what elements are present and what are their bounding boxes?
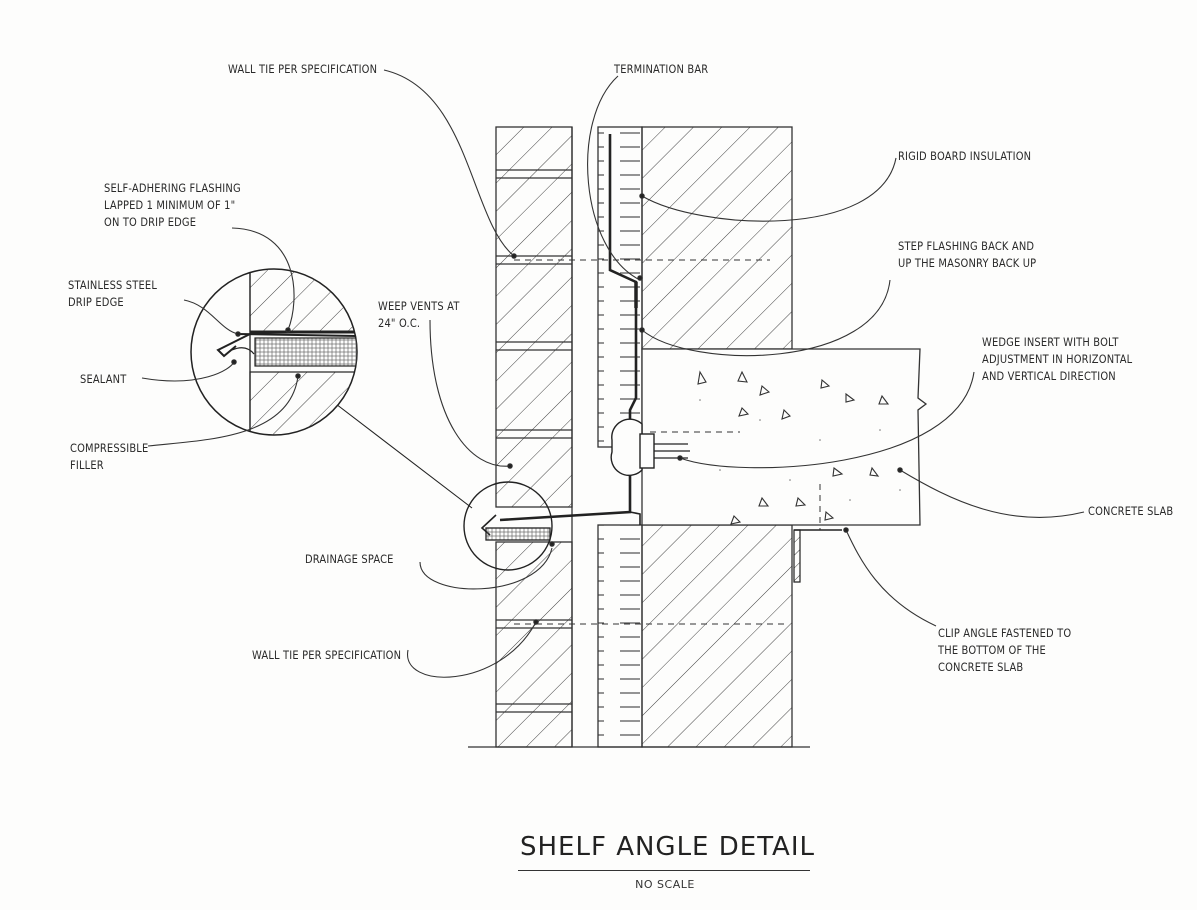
shelf-angle-and-flashing: [480, 134, 842, 583]
masonry-backup: [641, 126, 793, 748]
detail-bubble-small: [335, 403, 553, 571]
callout-stainless-steel-drip-edge: STAINLESS STEEL DRIP EDGE: [68, 278, 158, 309]
callout-step-flashing: STEP FLASHING BACK AND UP THE MASONRY BA…: [898, 239, 1037, 270]
dashed-lines: [514, 259, 821, 625]
drawing-title: SHELF ANGLE DETAIL: [520, 832, 815, 862]
callout-self-adhering-flashing: SELF-ADHERING FLASHING LAPPED 1 MINIMUM …: [104, 181, 241, 229]
callout-rigid-board-insulation: RIGID BOARD INSULATION: [898, 149, 1032, 163]
callout-wedge-insert: WEDGE INSERT WITH BOLT ADJUSTMENT IN HOR…: [982, 335, 1133, 383]
callout-concrete-slab: CONCRETE SLAB: [1088, 504, 1174, 518]
concrete-slab: [641, 348, 928, 526]
leader-lines: [141, 69, 1085, 748]
callout-wall-tie-bottom: WALL TIE PER SPECIFICATION: [252, 648, 402, 662]
callout-wall-tie-top: WALL TIE PER SPECIFICATION: [228, 62, 378, 76]
callout-weep-vents: WEEP VENTS AT 24" O.C.: [378, 299, 460, 330]
callout-compressible-filler: COMPRESSIBLE FILLER: [70, 441, 149, 472]
callout-drainage-space: DRAINAGE SPACE: [305, 552, 394, 566]
callout-termination-bar: TERMINATION BAR: [614, 62, 709, 76]
scale-note: NO SCALE: [635, 878, 695, 891]
brick-veneer: [495, 126, 573, 748]
callout-sealant: SEALANT: [80, 372, 127, 386]
cavity-and-insulation: [571, 126, 643, 748]
title-underline: [518, 870, 810, 871]
callout-clip-angle: CLIP ANGLE FASTENED TO THE BOTTOM OF THE…: [938, 626, 1072, 674]
